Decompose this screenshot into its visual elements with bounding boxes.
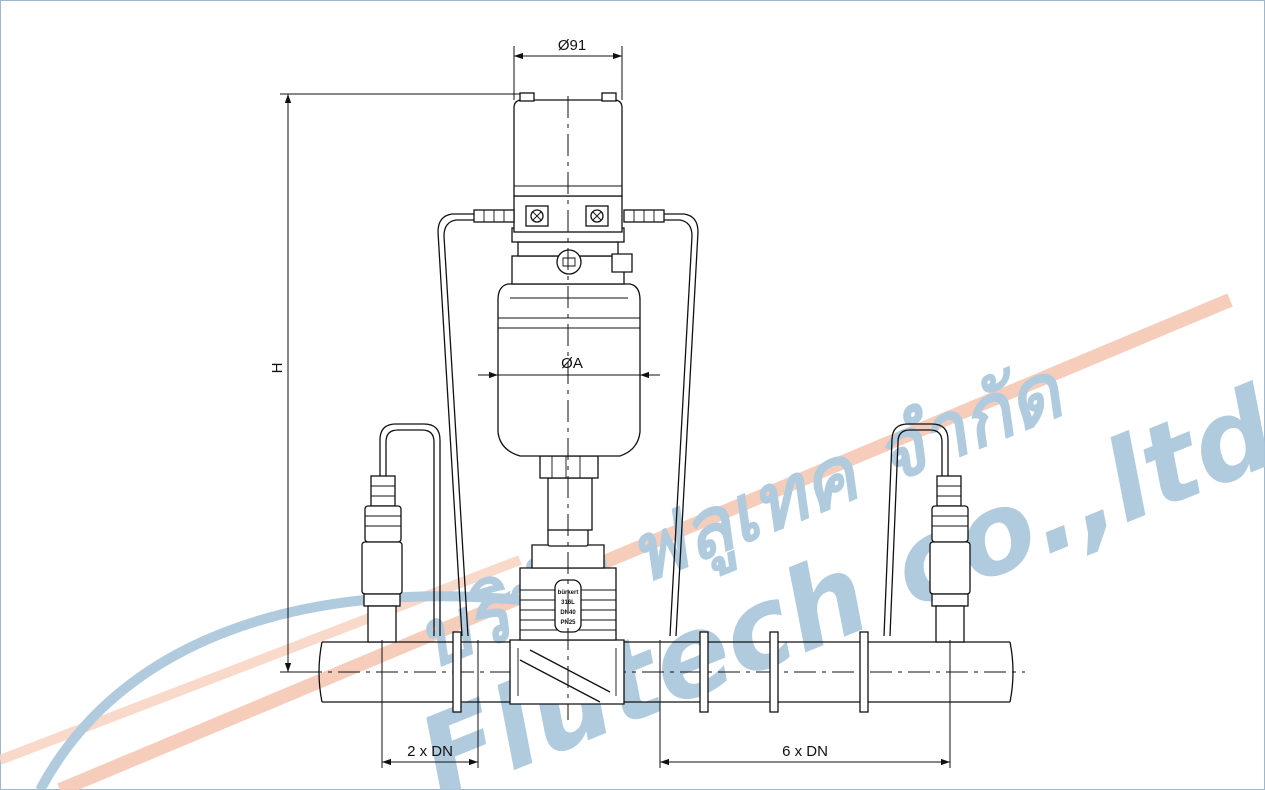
dimension-top-diameter: Ø91 <box>513 37 623 100</box>
watermark-swoosh <box>35 591 521 790</box>
dimension-top-diameter-label: Ø91 <box>558 37 586 54</box>
right-sensor <box>883 423 971 643</box>
watermark-stripe-upper <box>57 293 1233 790</box>
pipe <box>300 641 1025 703</box>
pilot-fitting <box>611 253 633 273</box>
valve-label-size: DN40 <box>560 610 576 616</box>
dimension-height: H <box>269 93 520 673</box>
pipe-clamps <box>452 631 869 713</box>
actuator <box>497 227 641 531</box>
dimension-body-diameter: ØA <box>478 355 660 379</box>
dimension-body-diameter-label: ØA <box>561 355 583 372</box>
dimension-downstream: 6 x DN <box>659 640 951 768</box>
dimension-downstream-label: 6 x DN <box>782 743 828 760</box>
head-cables <box>437 209 699 637</box>
vent-fitting <box>556 249 582 275</box>
left-sensor <box>361 423 441 643</box>
dimension-height-label: H <box>269 363 286 374</box>
dimension-upstream: 2 x DN <box>381 640 479 768</box>
actuator-housing <box>497 283 641 457</box>
dimension-upstream-label: 2 x DN <box>407 743 453 760</box>
valve-label-pressure: PN25 <box>560 620 576 626</box>
